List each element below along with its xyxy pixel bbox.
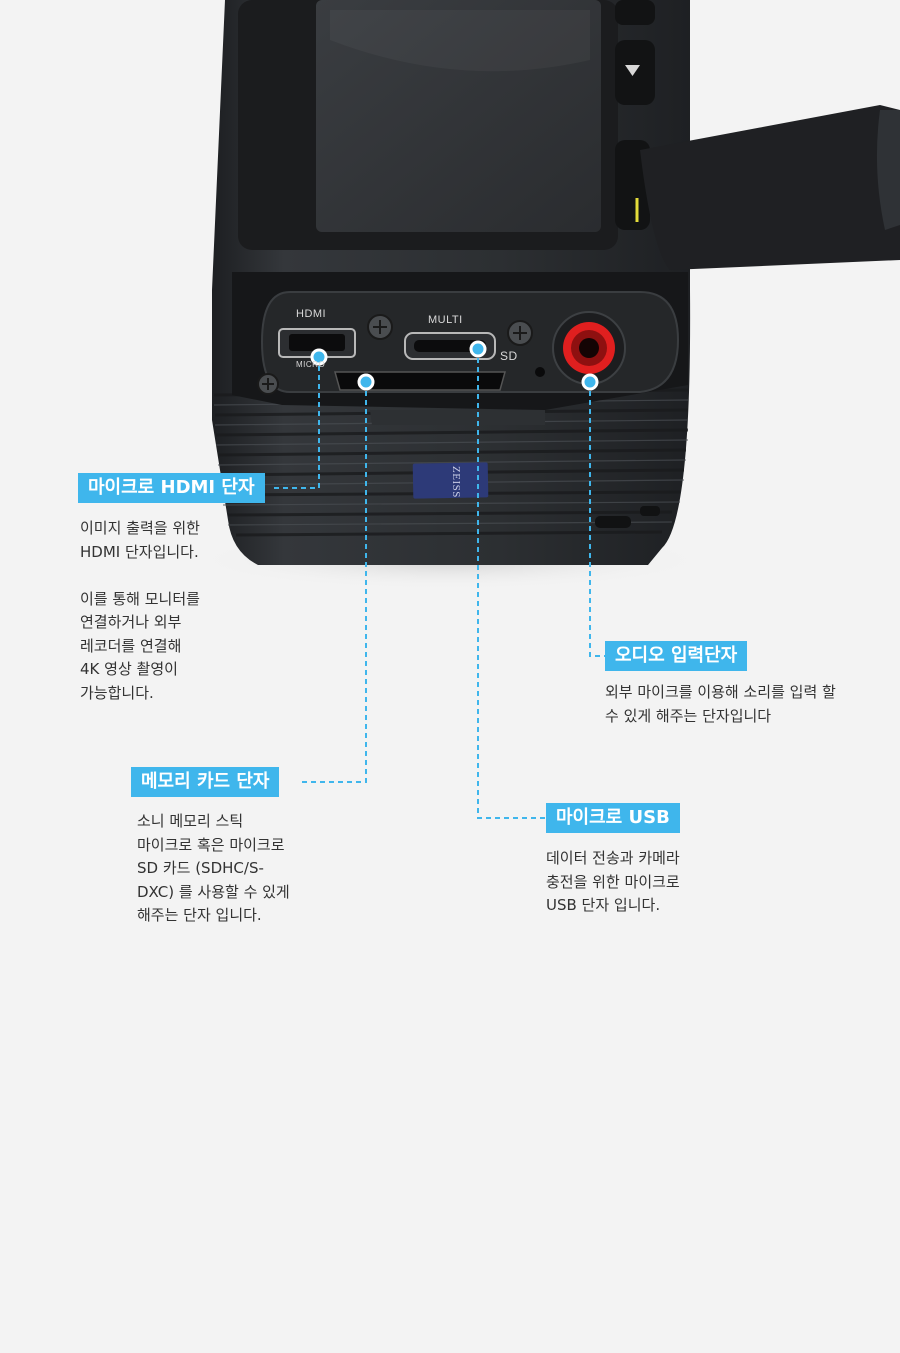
hdmi-callout-description: 이미지 출력을 위한 HDMI 단자입니다. 이를 통해 모니터를 연결하거나 … [80, 519, 200, 702]
callout-connectors [272, 349, 605, 819]
hdmi-connector-line [272, 357, 320, 489]
multi-marking: MULTI [428, 314, 463, 326]
usb-callout-description: 데이터 전송과 카메라 충전을 위한 마이크로 USB 단자 입니다. [546, 849, 680, 914]
lcd-screen [238, 0, 618, 250]
zeiss-card [412, 462, 489, 499]
audio-connector-line [589, 382, 605, 657]
port-cover-flap [640, 105, 900, 270]
card-dot [357, 373, 375, 391]
audio-callout-title: 오디오 입력단자 [605, 641, 748, 671]
side-vents [595, 506, 660, 528]
hdmi-dot [310, 348, 328, 366]
usb-connector-line [477, 349, 548, 819]
micro-marking: MICRO [296, 360, 326, 369]
hdmi-marking: HDMI [296, 308, 327, 320]
card-callout-description: 소니 메모리 스틱 마이크로 혹은 마이크로 SD 카드 (SDHC/S- DX… [137, 812, 290, 924]
audio-dot [581, 373, 599, 391]
hdmi-callout-title: 마이크로 HDMI 단자 [78, 473, 265, 503]
audio-callout-description: 외부 마이크를 이용해 소리를 입력 할 수 있게 해주는 단자입니다 [605, 683, 836, 725]
connector-dots [310, 340, 599, 391]
usb-callout-title: 마이크로 USB [546, 803, 680, 833]
side-buttons [615, 0, 655, 230]
port-panel [232, 272, 688, 425]
card-callout-title: 메모리 카드 단자 [131, 767, 280, 797]
sd-marking: SD [500, 349, 518, 363]
card-connector-line [302, 382, 367, 783]
zeiss-marking: ZEISS [450, 466, 462, 498]
usb-dot [469, 340, 487, 358]
